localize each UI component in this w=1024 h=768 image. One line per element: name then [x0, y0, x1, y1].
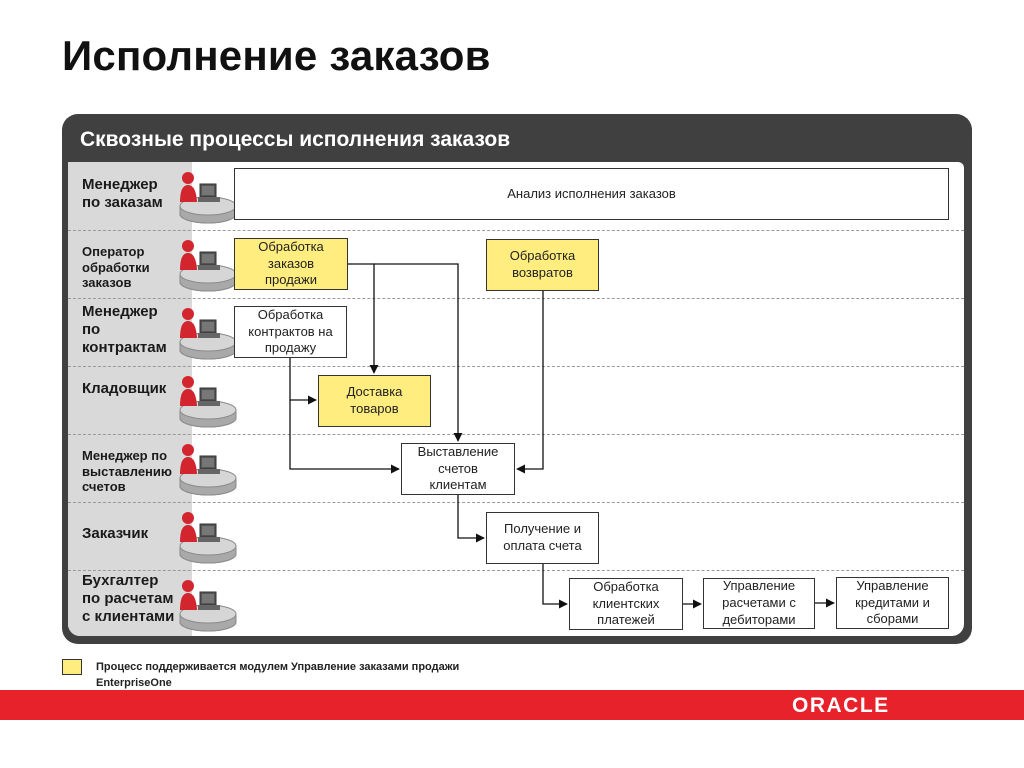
process-delivery-line: Доставка — [346, 384, 403, 400]
legend-text: Процесс поддерживается модулем Управлени… — [96, 660, 459, 692]
person-at-desk-icon — [179, 240, 237, 292]
lane-label-line: выставлению — [82, 463, 173, 479]
process-sales-orders-line: заказов — [267, 255, 315, 271]
lane-separator — [68, 502, 964, 503]
process-contracts-line: продажу — [264, 340, 317, 356]
connector-contracts-to-invoicing — [289, 400, 400, 474]
lane-label-line: по расчетам — [82, 590, 174, 607]
connector-returns-to-invoicing — [516, 291, 544, 474]
process-contracts-line: Обработка — [257, 306, 324, 322]
lane-label-line: по — [82, 321, 101, 338]
process-contracts-line: контрактов на — [248, 323, 333, 339]
lane-label-column — [68, 162, 192, 636]
process-receivables: Управление расчетами с дебиторами — [703, 578, 815, 629]
connector-orders-to-invoicing — [374, 263, 463, 442]
lane-label-line: обработки — [82, 259, 150, 275]
process-payments-line: Обработка — [593, 578, 659, 594]
panel-header: Сквозные процессы исполнения заказов — [80, 128, 511, 151]
process-returns-line: Обработка — [509, 248, 576, 264]
lane-label-line: Кладовщик — [82, 380, 167, 397]
process-invoicing: Выставление счетов клиентам — [401, 443, 515, 495]
process-receivables-line: дебиторами — [722, 611, 796, 627]
process-returns: Обработка возвратов — [486, 239, 599, 291]
lane-separator — [68, 434, 964, 435]
lane-label-line: Заказчик — [82, 525, 149, 542]
process-contracts: Обработка контрактов на продажу — [234, 306, 347, 358]
process-receivables-line: расчетами с — [722, 595, 796, 611]
person-at-desk-icon — [179, 512, 237, 564]
slide-title: Исполнение заказов — [62, 32, 491, 79]
lane-separator — [68, 230, 964, 231]
lane-label-line: с клиентами — [82, 608, 175, 625]
process-receipt: Получение и оплата счета — [486, 512, 599, 564]
connector-orders-to-delivery — [348, 263, 379, 374]
process-invoicing-line: Выставление — [417, 443, 499, 459]
lane-label: Кладовщик — [82, 380, 166, 398]
process-credits: Управление кредитами и сборами — [836, 577, 949, 629]
process-analysis-label: Анализ исполнения заказов — [507, 186, 676, 203]
process-sales-orders: Обработка заказов продажи — [234, 238, 348, 290]
lane-label-line: заказов — [82, 275, 132, 291]
process-payments: Обработка клиентских платежей — [569, 578, 683, 630]
process-delivery: Доставка товаров — [318, 375, 431, 427]
process-delivery-line: товаров — [350, 401, 399, 416]
connector-receipt-to-payments — [542, 564, 568, 609]
lane-label-line: счетов — [82, 479, 126, 495]
legend-line: Процесс поддерживается модулем Управлени… — [96, 661, 460, 673]
connector-invoicing-to-receipt — [457, 495, 485, 543]
process-returns-line: возвратов — [512, 265, 573, 280]
lane-label-line: контрактам — [82, 339, 167, 356]
lane-separator — [68, 366, 964, 367]
brand-bar — [0, 690, 1024, 720]
oracle-logo: ORACLE — [792, 694, 890, 717]
lane-label-line: по заказам — [82, 194, 163, 211]
process-credits-line: Управление — [856, 577, 929, 593]
process-receivables-line: Управление — [722, 578, 796, 594]
lane-label-line: Менеджер — [82, 303, 158, 320]
process-invoicing-line: клиентам — [429, 477, 487, 493]
person-at-desk-icon — [179, 172, 237, 224]
lane-label-line: Оператор — [82, 244, 145, 259]
process-receipt-line: Получение и — [504, 521, 581, 537]
person-at-desk-icon — [179, 580, 237, 632]
lane-label-line: Менеджер по — [82, 448, 168, 463]
legend-swatch — [62, 659, 82, 675]
person-at-desk-icon — [179, 308, 237, 360]
legend-line: EnterpriseOne — [96, 676, 172, 689]
lane-separator — [68, 570, 964, 571]
process-invoicing-line: счетов — [438, 460, 478, 476]
process-analysis: Анализ исполнения заказов — [234, 168, 949, 220]
connector-contracts-to-delivery — [289, 358, 317, 405]
process-payments-line: платежей — [597, 612, 655, 628]
person-at-desk-icon — [179, 444, 237, 496]
lane-label: Заказчик — [82, 525, 148, 543]
person-at-desk-icon — [179, 376, 237, 428]
process-payments-line: клиентских — [592, 595, 660, 611]
process-analysis-line: Анализ исполнения заказов — [507, 185, 676, 201]
lane-label-line: Бухгалтер — [82, 572, 159, 589]
process-sales-orders-line: продажи — [264, 272, 317, 288]
lane-label-line: Менеджер — [82, 176, 158, 193]
process-sales-orders-line: Обработка — [258, 238, 324, 254]
process-credits-line: кредитами и — [855, 594, 930, 610]
process-credits-line: сборами — [866, 611, 919, 627]
process-receipt-line: оплата счета — [503, 538, 582, 553]
lane-separator — [68, 298, 964, 299]
